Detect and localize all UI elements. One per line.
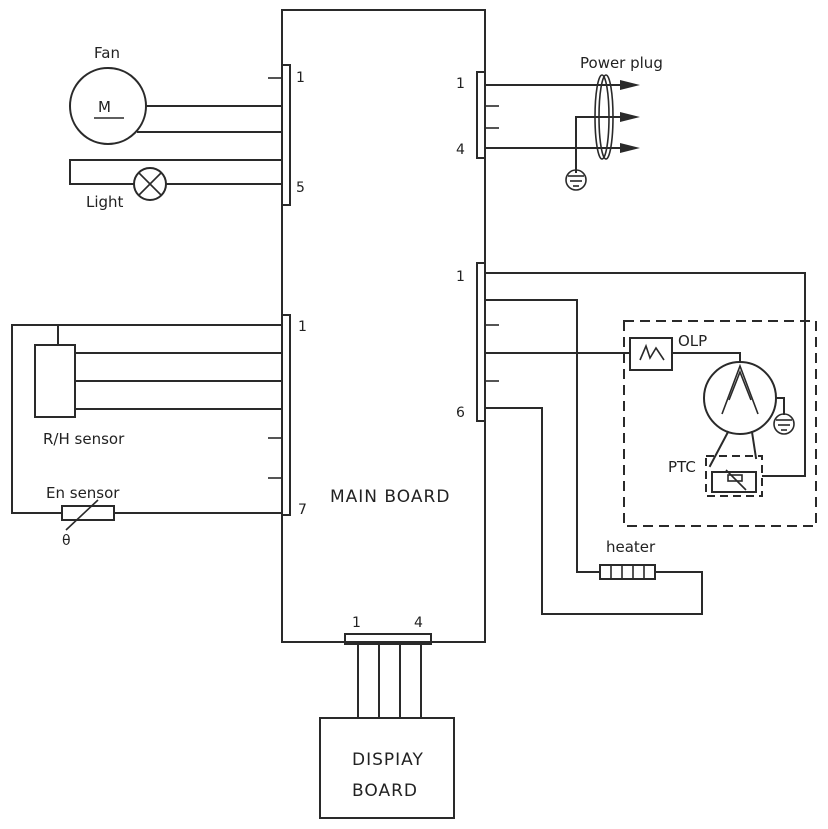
olp-label: OLP	[678, 332, 707, 350]
light-label: Light	[86, 193, 124, 211]
compressor-unit: OLP PTC	[623, 320, 817, 527]
en-sensor-label: En sensor	[46, 484, 120, 502]
pin-label-comp-6: 6	[456, 405, 465, 421]
connector-power: 1 4	[456, 71, 499, 159]
heater: heater	[599, 538, 656, 580]
connector-compressor: 1 6	[456, 262, 499, 422]
en-sensor: En sensor θ	[46, 484, 283, 549]
connector-fan-light: 1 5	[268, 64, 305, 206]
fan-label: Fan	[94, 44, 120, 62]
ptc-label: PTC	[668, 458, 696, 476]
main-board: MAIN BOARD	[281, 9, 486, 643]
connector-display: 1 4	[344, 615, 432, 719]
display-board-label-line1: DISPIAY	[352, 750, 424, 770]
pin-label-sensor-7: 7	[298, 502, 307, 518]
pin-label-sensor-1: 1	[298, 319, 307, 335]
theta-symbol: θ	[62, 533, 71, 549]
pin-label-power-1: 1	[456, 76, 465, 92]
light-lamp: Light	[69, 159, 283, 211]
pin-label-comp-1: 1	[456, 269, 465, 285]
heater-label: heater	[606, 538, 656, 556]
rh-sensor: R/H sensor	[11, 324, 283, 514]
display-board-label-line2: BOARD	[352, 781, 418, 801]
pin-label-display-1: 1	[352, 615, 361, 631]
connector-sensors: 1 7	[268, 314, 307, 518]
display-board: DISPIAY BOARD	[319, 717, 455, 819]
pin-label-fan-1: 1	[296, 70, 305, 86]
power-plug: Power plug	[484, 54, 663, 191]
fan-motor: M Fan	[69, 44, 283, 145]
pin-label-display-4: 4	[414, 615, 423, 631]
pin-label-fan-5: 5	[296, 180, 305, 196]
pin-label-power-4: 4	[456, 142, 465, 158]
motor-symbol: M	[98, 98, 111, 116]
rh-sensor-label: R/H sensor	[43, 430, 125, 448]
power-plug-label: Power plug	[580, 54, 663, 72]
main-board-label: MAIN BOARD	[330, 487, 450, 507]
compressor-wiring	[484, 272, 806, 615]
